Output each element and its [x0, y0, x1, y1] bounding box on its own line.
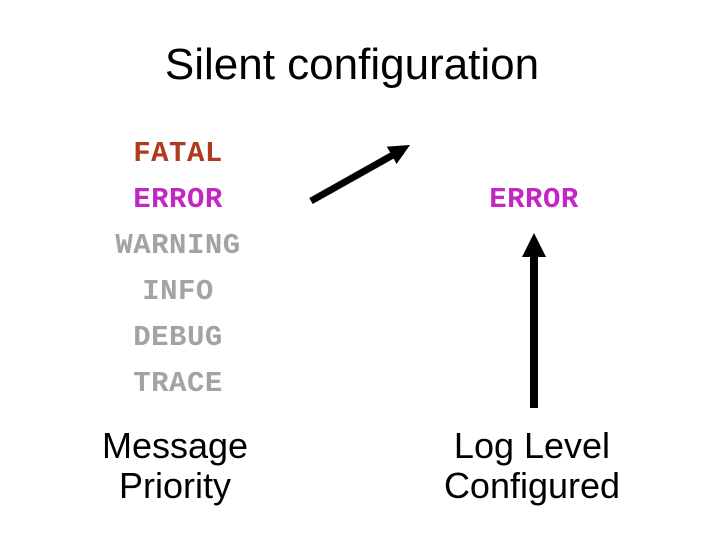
log-level-debug: DEBUG — [133, 321, 223, 354]
message-priority-label: Message Priority — [101, 425, 249, 506]
log-level-info: INFO — [142, 275, 214, 308]
log-level-error: ERROR — [133, 183, 223, 216]
configured-log-level: ERROR — [489, 183, 579, 216]
slide-title: Silent configuration — [164, 40, 540, 89]
diagonal-up-right-arrow-icon — [309, 145, 410, 205]
log-level-trace: TRACE — [133, 367, 223, 400]
up-arrow-icon — [522, 233, 546, 408]
log-level-fatal: FATAL — [133, 137, 223, 170]
log-level-list: FATAL ERROR WARNING INFO DEBUG TRACE — [58, 131, 298, 407]
log-level-configured-label: Log Level Configured — [443, 425, 621, 506]
log-level-warning: WARNING — [115, 229, 241, 262]
